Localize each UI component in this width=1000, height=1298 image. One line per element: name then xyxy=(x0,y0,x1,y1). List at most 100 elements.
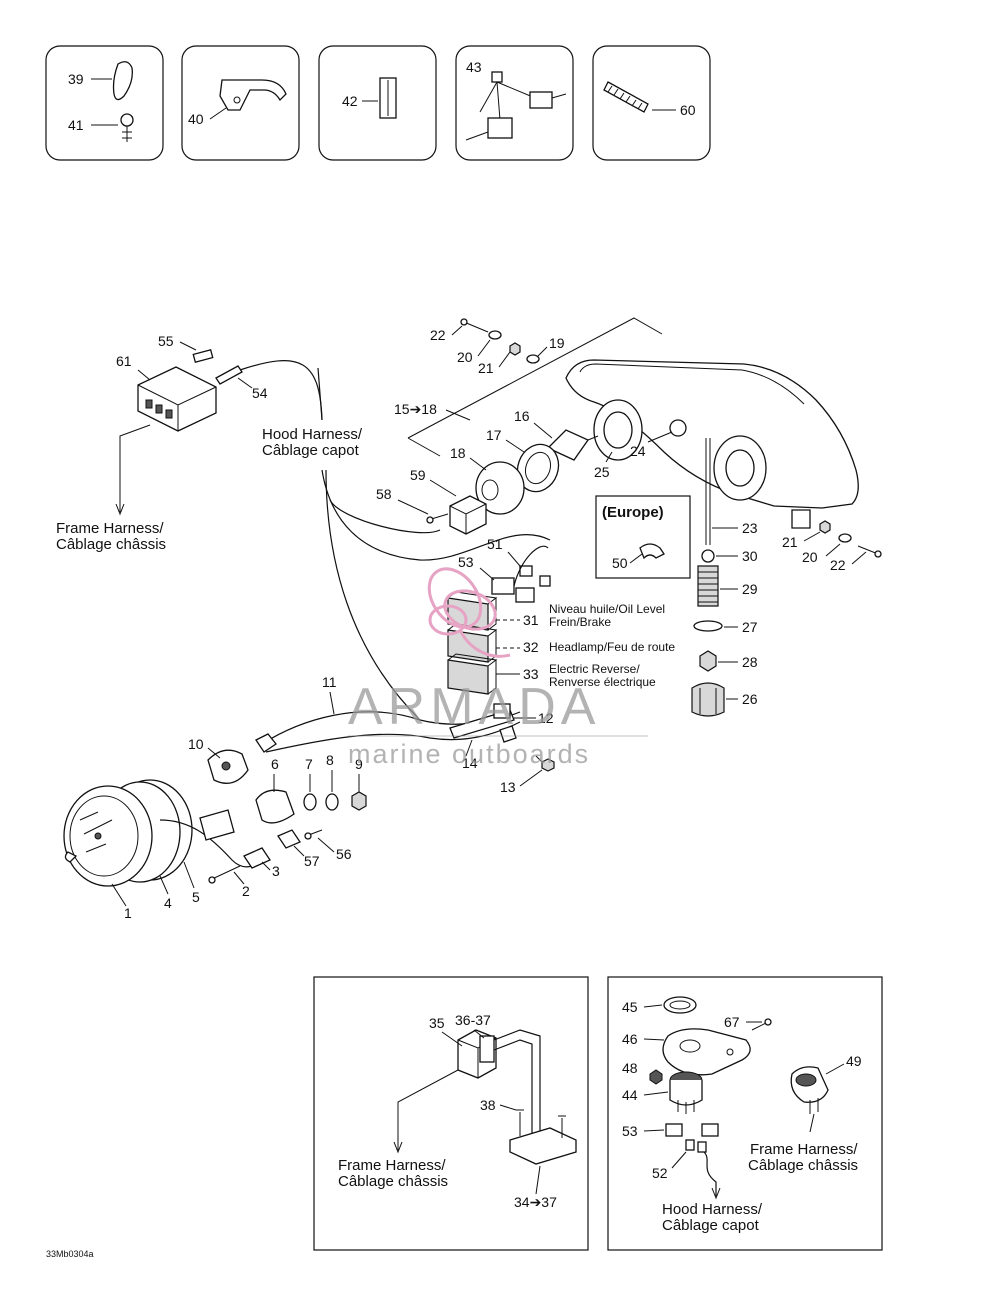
callout-61: 61 xyxy=(116,353,132,369)
frame-harness-label-right-1: Frame Harness/ xyxy=(750,1141,858,1158)
inset-box-44-67: 45 46 67 48 44 53 52 Hood Harness/ Câbla… xyxy=(607,976,883,1251)
connector-57 xyxy=(277,829,301,849)
callout-3: 3 xyxy=(272,863,280,879)
callout-43: 43 xyxy=(466,59,482,75)
callout-31: 31 xyxy=(523,612,539,628)
clamp-12 xyxy=(493,703,511,719)
harness-11-14: 11 12 13 14 xyxy=(261,674,555,795)
adjuster-stack-23-30: 23 30 29 27 28 26 xyxy=(691,438,758,717)
frame-harness-label-left-2: Câblage châssis xyxy=(56,536,166,553)
headlamp-housing: 25 24 xyxy=(565,359,859,529)
hood-harness-label-inset-2: Câblage capot xyxy=(662,1217,760,1234)
callout-18: 18 xyxy=(450,445,466,461)
callout-38: 38 xyxy=(480,1097,496,1113)
clip-50 xyxy=(639,543,665,560)
callout-17: 17 xyxy=(486,427,502,443)
callout-7: 7 xyxy=(305,756,313,772)
callout-39: 39 xyxy=(68,71,84,87)
callout-67: 67 xyxy=(724,1014,740,1030)
callout-58: 58 xyxy=(376,486,392,502)
inset-box-60: 60 xyxy=(592,45,711,161)
callout-2: 2 xyxy=(242,883,250,899)
callout-28: 28 xyxy=(742,654,758,670)
screw-58: 58 xyxy=(376,486,449,524)
inset-box-42: 42 xyxy=(318,45,437,161)
sensor-base-34 xyxy=(509,1127,577,1165)
pin-67 xyxy=(764,1018,772,1026)
callout-11: 11 xyxy=(322,674,337,690)
callout-4: 4 xyxy=(164,895,172,911)
callout-1: 1 xyxy=(124,905,132,921)
callout-57: 57 xyxy=(304,853,320,869)
callout-8: 8 xyxy=(326,752,334,768)
terminal-52 xyxy=(685,1139,695,1151)
inset-box-43: 43 xyxy=(455,45,574,161)
connector-53-inset xyxy=(665,1123,683,1137)
gauge-1 xyxy=(63,785,153,887)
callout-59: 59 xyxy=(410,467,426,483)
europe-box: (Europe) 50 xyxy=(595,495,691,579)
retaining-ring-17: 17 xyxy=(486,427,560,493)
callout-54: 54 xyxy=(252,385,268,401)
switch-32 xyxy=(447,629,489,663)
gauge-assembly: 1 4 5 2 3 6 7 8 9 10 57 xyxy=(63,733,367,921)
callout-53-inset: 53 xyxy=(622,1123,638,1139)
callout-25: 25 xyxy=(594,464,610,480)
callout-24: 24 xyxy=(630,443,646,459)
callout-55: 55 xyxy=(158,333,174,349)
callout-6: 6 xyxy=(271,756,279,772)
hardware-top: 22 20 21 19 xyxy=(430,318,565,376)
callout-40: 40 xyxy=(188,111,204,127)
fuse-holder-54: 54 xyxy=(215,365,268,401)
connector-3 xyxy=(243,847,271,869)
callout-22-right: 22 xyxy=(830,557,846,573)
watermark-tagline: marine outboards xyxy=(348,739,590,769)
hood-harness-label-top-2: Câblage capot xyxy=(262,442,360,459)
drawing-code: 33Mb0304a xyxy=(46,1249,94,1259)
callout-29: 29 xyxy=(742,581,758,597)
switch-stack: 51 53 31 Niveau huile/Oil Level Frein/Br… xyxy=(447,536,675,695)
callout-30: 30 xyxy=(742,548,758,564)
label-reverse-1: Electric Reverse/ xyxy=(549,662,640,676)
callout-56: 56 xyxy=(336,846,352,862)
callout-23: 23 xyxy=(742,520,758,536)
callout-15-18: 15➔18 xyxy=(394,401,437,417)
hood-harness-label-top-1: Hood Harness/ xyxy=(262,426,363,443)
washer-7 xyxy=(303,793,317,811)
watermark-brand: ARMADA xyxy=(348,678,600,736)
callout-19: 19 xyxy=(549,335,565,351)
callout-12: 12 xyxy=(538,710,554,726)
watermark: ARMADA marine outboards xyxy=(348,567,648,769)
connector-59: 59 xyxy=(410,467,487,535)
callout-46: 46 xyxy=(622,1031,638,1047)
callout-13: 13 xyxy=(500,779,516,795)
terminal-43 xyxy=(491,71,503,83)
callout-33: 33 xyxy=(523,666,539,682)
cap-18: 18 xyxy=(450,445,525,515)
conduit-60 xyxy=(603,81,649,113)
connector-53-main xyxy=(491,577,515,595)
terminal-56 xyxy=(304,832,312,840)
hood-harness-label-inset-1: Hood Harness/ xyxy=(662,1201,763,1218)
callout-49: 49 xyxy=(846,1053,862,1069)
callout-41: 41 xyxy=(68,117,84,133)
callout-42: 42 xyxy=(342,93,358,109)
callout-53-main: 53 xyxy=(458,554,474,570)
callout-5: 5 xyxy=(192,889,200,905)
frame-harness-label-inset-2: Câblage châssis xyxy=(338,1173,448,1190)
screw-48 xyxy=(649,1069,663,1085)
screw-13 xyxy=(541,758,555,772)
connector-43b xyxy=(487,117,513,139)
washer-8 xyxy=(325,793,339,811)
bulb-socket-6 xyxy=(255,789,295,824)
callout-21-right: 21 xyxy=(782,534,798,550)
connector-51-main xyxy=(515,587,535,603)
callout-52: 52 xyxy=(652,1165,668,1181)
hardware-right: 21 20 22 xyxy=(782,520,882,573)
connector-43a xyxy=(529,91,553,109)
fuse-55: 55 xyxy=(158,333,214,363)
leader-frame-harness-left xyxy=(119,424,151,512)
bulb-16: 16 xyxy=(514,408,599,461)
callout-51: 51 xyxy=(487,536,503,552)
